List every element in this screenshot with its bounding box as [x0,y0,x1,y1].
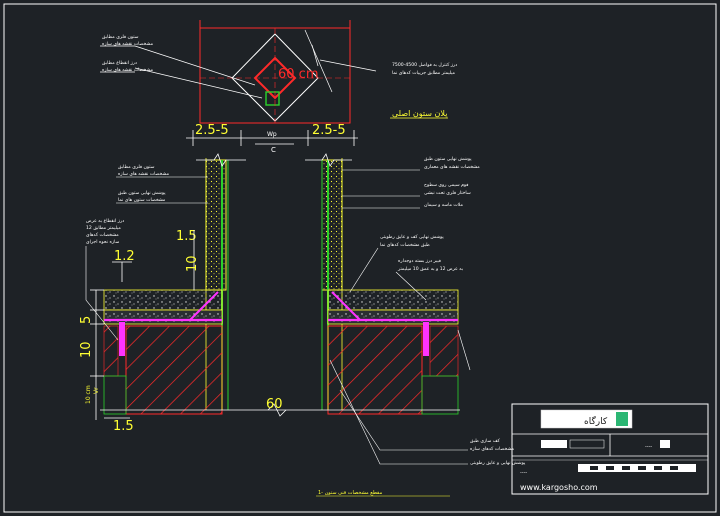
right-note-9: به عرض 12 و به عمق 10 میلیمتر [397,266,463,272]
dim-left-10cm: 10 cm [85,385,92,404]
section-title: پلان ستون اصلی [392,109,447,118]
right-note-3: فوم سیمی روی سطوح [424,183,469,188]
joint-note-1: درز کنترل به فواصل 4500-7500 [392,62,457,68]
right-note-6: پوشش نهایی کف و عایق رطوبتی [380,234,444,240]
dim-bottom-60: 60 [266,397,283,412]
low-left-note-3: مشخصات کدهای [86,232,119,238]
drawing-caption: 1- مقطع مشخصات فنی ستون [318,490,383,496]
right-note-8: فیبر درز بسته دوجداره [398,259,441,264]
joint-note-2: میلیمتر مطابق جزییات کدهای نما [392,70,456,76]
dim-wp: Wp [267,131,277,138]
title-block: کارگاه ---- www.kargosho.com ---- [511,403,709,495]
axis-mark: C [271,146,276,154]
right-notes: پوشش نهایی ستون طبق مشخصات نقشه های معما… [342,157,480,301]
left-notes: ستون فلزی مطابق مشخصات نقشه های سازه پوش… [85,165,208,341]
right-note-7: طبق مشخصات کدهای نما [380,242,430,248]
bottom-right-note-3: پوشش نهایی و عایق رطوبتی [470,461,526,466]
low-left-note-1: درز انقطاع به عرض [86,219,124,224]
mid-left-note-3: پوشش نهایی ستون طبق [118,191,166,196]
dim-left-10: 10 [79,341,94,358]
dim-left-vr: Vr [93,387,100,394]
column-plan: 60 cm [134,20,377,124]
title-field-b: ---- [520,470,527,476]
top-left-note-2: مشخصات نقشه های سازه [102,42,154,47]
mid-left-note-1: ستون فلزی مطابق [118,165,155,170]
low-left-note-2: 12 میلیمتر مطابق [86,225,121,231]
column-section [196,153,352,410]
floor-layers [103,289,459,356]
bottom-right-notes: کف سازی طبق مشخصات کدهای سازه پوشش نهایی… [329,359,526,466]
right-note-5: ملات ماسه و سیمان [424,203,464,208]
left-dimensions: 5 10 10 cm Vr 1.2 1.5 10 [79,229,200,420]
right-note-4: ساختار فلزی تحت نبشی [424,191,471,196]
mid-left-note-2: مشخصات نقشه های سازه [118,172,170,177]
dim-top-right: 2.5-5 [312,123,346,138]
logo-text: کارگاه [584,415,608,427]
dim-left-10a: 10 [185,255,200,272]
top-dimensions: 2.5-5 2.5-5 Wp C [186,123,358,154]
top-left-note-1: ستون فلزی مطابق [102,35,139,40]
right-note-1: پوشش نهایی ستون طبق [424,157,472,162]
top-left-note-3: درز انقطاع مطابق [102,61,137,66]
bottom-right-note-2: مشخصات کدهای سازه [470,446,515,452]
logo-box [540,409,633,429]
title-field-a: ---- [645,444,652,450]
mid-left-note-4: مشخصات ستون های نما [118,198,166,203]
dim-60cm: 60 cm [278,67,319,82]
dim-left-5: 5 [79,316,94,324]
slab-hatch [103,325,471,415]
dim-top-left: 2.5-5 [195,123,229,138]
dim-bottom-15: 1.5 [113,419,134,434]
dim-left-12: 1.2 [114,249,135,264]
bottom-dimensions: 60 1.5 [100,397,460,434]
low-left-note-4: سازه نحوه اجرای [86,240,119,245]
drawing-frame [3,3,717,513]
dim-left-15: 1.5 [176,229,197,244]
right-note-2: مشخصات نقشه های معماری [424,165,480,170]
website-text: www.kargosho.com [520,483,598,492]
top-left-note-4: مشخصات نقشه های سازه [102,68,154,73]
bottom-right-note-1: کف سازی طبق [470,438,501,444]
